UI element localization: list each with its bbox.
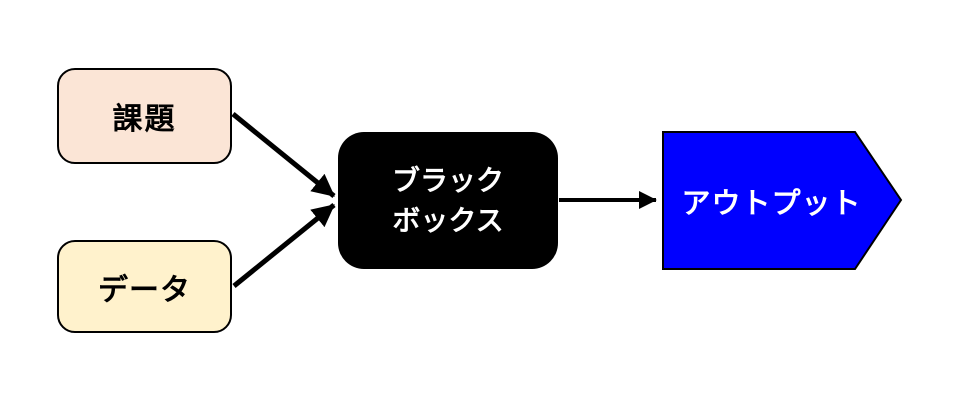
task-node-label: 課題 (112, 102, 177, 137)
blackbox-label-line2: ボックス (392, 203, 504, 237)
data-node: データ (57, 240, 232, 333)
output-label-text: アウトプット (681, 185, 862, 220)
edge-data-to-blackbox (232, 203, 336, 288)
task-node: 課題 (57, 68, 232, 164)
output-node-label: アウトプット (663, 132, 880, 269)
data-node-label: データ (98, 272, 191, 308)
blackbox-label-line1: ブラック (391, 164, 504, 198)
output-shape (662, 131, 903, 270)
blackbox-node: ブラック ボックス (338, 132, 558, 269)
edge-task-to-blackbox (231, 112, 336, 198)
